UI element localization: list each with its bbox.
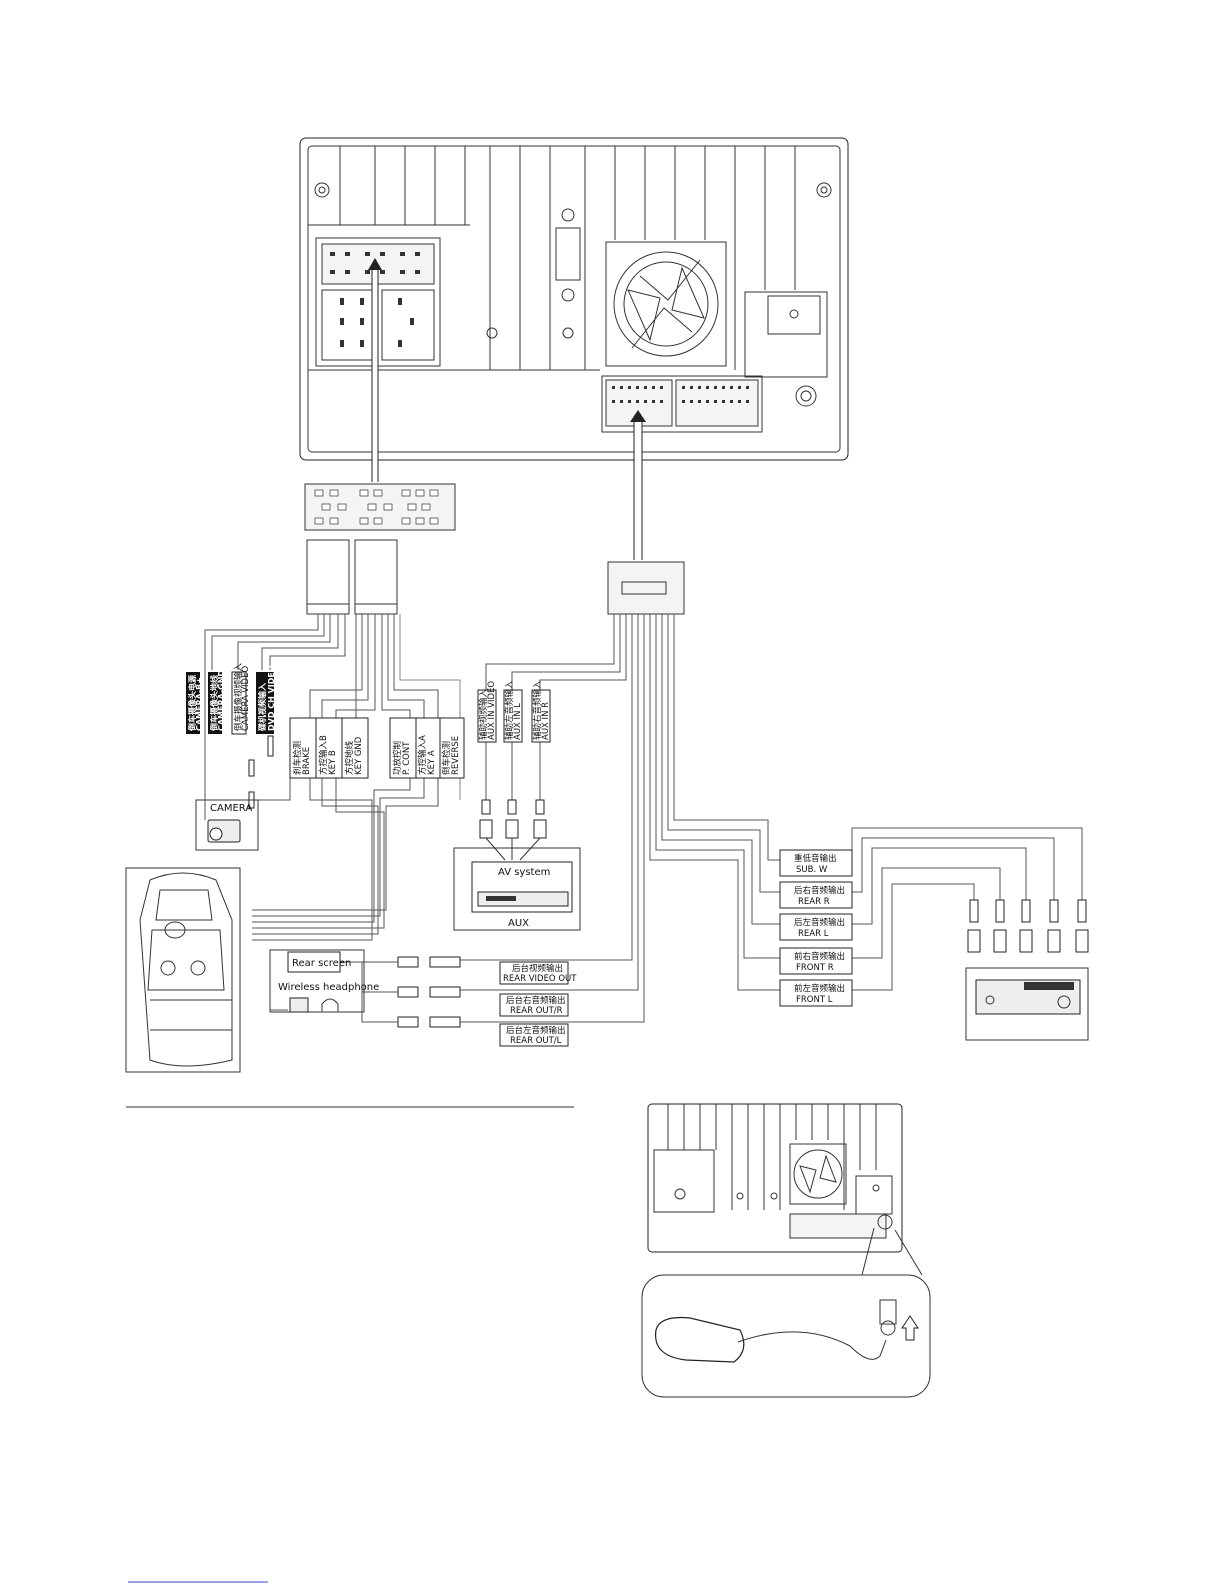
label-aux-in-r-cn: 辅助右音频输入 [532, 680, 543, 740]
label-camera-b-en: CAMERA-B+ [195, 677, 204, 731]
label-rear-r-en: REAR R [798, 897, 830, 907]
multi-pin-plug [607, 561, 685, 615]
speaker-output-labels [779, 849, 853, 1007]
camera-box: CAMERA [195, 799, 259, 851]
car-topview-icon [125, 867, 241, 1073]
up-arrow-icon [901, 1315, 919, 1341]
iso-plug [304, 483, 456, 615]
headphone-icon [289, 997, 339, 1013]
camera-icon [207, 819, 241, 843]
label-p-cont-en: P. CONT [402, 741, 412, 775]
iso-harness-wires [204, 614, 461, 941]
cooling-fan-icon-small [789, 1143, 847, 1205]
label-rear-out-r-en: REAR OUT/R [510, 1006, 563, 1016]
label-key-b-en: KEY B [328, 750, 338, 775]
label-key-gnd-en: KEY GND [354, 736, 364, 775]
amp-rca-plugs [967, 899, 1089, 953]
av-system-label: AV system [498, 867, 550, 878]
rear-rca-plugs [397, 956, 461, 1028]
label-sub-w-cn: 重低音输出 [794, 853, 837, 864]
label-camera-b-cn: 倒车摄像头电源 [187, 675, 197, 732]
label-brake-en: BRAKE [302, 747, 312, 775]
connection-arrows [368, 258, 646, 560]
label-rear-r-cn: 后右音频输出 [794, 885, 845, 896]
heatsink-fins [308, 146, 796, 371]
label-p-cont-cn: 功放控制 [392, 741, 403, 775]
label-key-b-cn: 方控输入B [318, 735, 329, 775]
label-brake-cn: 刹车检测 [292, 741, 303, 775]
label-aux-in-video-en: AUX IN VIDEO [487, 681, 497, 740]
label-rear-video-out-en: REAR VIDEO OUT [503, 974, 577, 984]
gps-antenna-icon [654, 1316, 887, 1363]
label-reverse-en: REVERSE [451, 736, 461, 775]
camera-label-group [186, 671, 274, 735]
label-camera-gnd-cn: 倒车摄像头地线 [209, 675, 219, 732]
label-aux-in-l-en: AUX IN L [513, 703, 523, 740]
speaker-output-wires [649, 614, 1083, 991]
label-sub-w-en: SUB. W [796, 865, 828, 875]
label-front-l-en: FRONT L [796, 995, 833, 1005]
label-rear-video-out-cn: 后台视频输出 [512, 963, 563, 974]
rear-output-wires [269, 614, 645, 1023]
gps-detail-box [641, 1227, 931, 1398]
aux-wires [485, 614, 627, 800]
aux-rca-plugs [479, 799, 547, 861]
label-rear-out-r-cn: 后台右音频输出 [506, 995, 566, 1006]
label-rear-out-l-cn: 后台左音频输出 [506, 1025, 566, 1036]
label-dvd-ch-video-cn: 碟机视频输入 [257, 683, 267, 731]
aux-label: AUX [508, 918, 529, 929]
label-front-r-cn: 前右音频输出 [794, 951, 845, 962]
label-aux-in-video-cn: 辅助视频输入 [478, 688, 489, 740]
rear-screen-label: Rear screen [292, 958, 351, 969]
label-rear-l-en: REAR L [798, 929, 829, 939]
label-reverse-cn: 倒车检测 [441, 741, 452, 775]
head-unit-rear-panel [299, 137, 849, 461]
label-dvd-ch-video-en: DVD CH VIDEO [267, 665, 276, 731]
camera-rca-plugs [248, 735, 274, 809]
label-key-a-en: KEY A [427, 750, 437, 775]
camera-label: CAMERA [210, 803, 252, 814]
aux-device-box: AV system AUX [453, 847, 581, 931]
rear-screen-box: Rear screen Wireless headphone [269, 949, 379, 1013]
label-aux-in-l-cn: 辅助左音频输入 [504, 680, 515, 740]
rear-output-labels [499, 961, 569, 1047]
label-rear-l-cn: 后左音频输出 [794, 917, 845, 928]
amplifier-icon [965, 967, 1089, 1041]
label-key-a-cn: 方控输入A [417, 735, 428, 775]
control-label-group [289, 717, 465, 779]
label-aux-in-r-en: AUX IN R [541, 702, 551, 740]
label-rear-out-l-en: REAR OUT/L [510, 1036, 562, 1046]
label-camera-video-en: CAMERA-VIDEO [241, 666, 251, 731]
multi-pin-socket [601, 375, 763, 433]
label-camera-video-cn: 倒车摄像视频输入 [233, 662, 244, 731]
head-unit-small [647, 1103, 903, 1253]
aux-label-group [477, 689, 551, 743]
label-front-r-en: FRONT R [796, 963, 834, 973]
wireless-headphone-label: Wireless headphone [278, 982, 379, 993]
label-camera-gnd-en: CAMERA-GND [217, 670, 226, 731]
antenna-socket [744, 291, 828, 407]
label-front-l-cn: 前左音频输出 [794, 983, 845, 994]
cooling-fan-icon [605, 241, 727, 367]
label-key-gnd-cn: 方控地线 [344, 740, 355, 775]
